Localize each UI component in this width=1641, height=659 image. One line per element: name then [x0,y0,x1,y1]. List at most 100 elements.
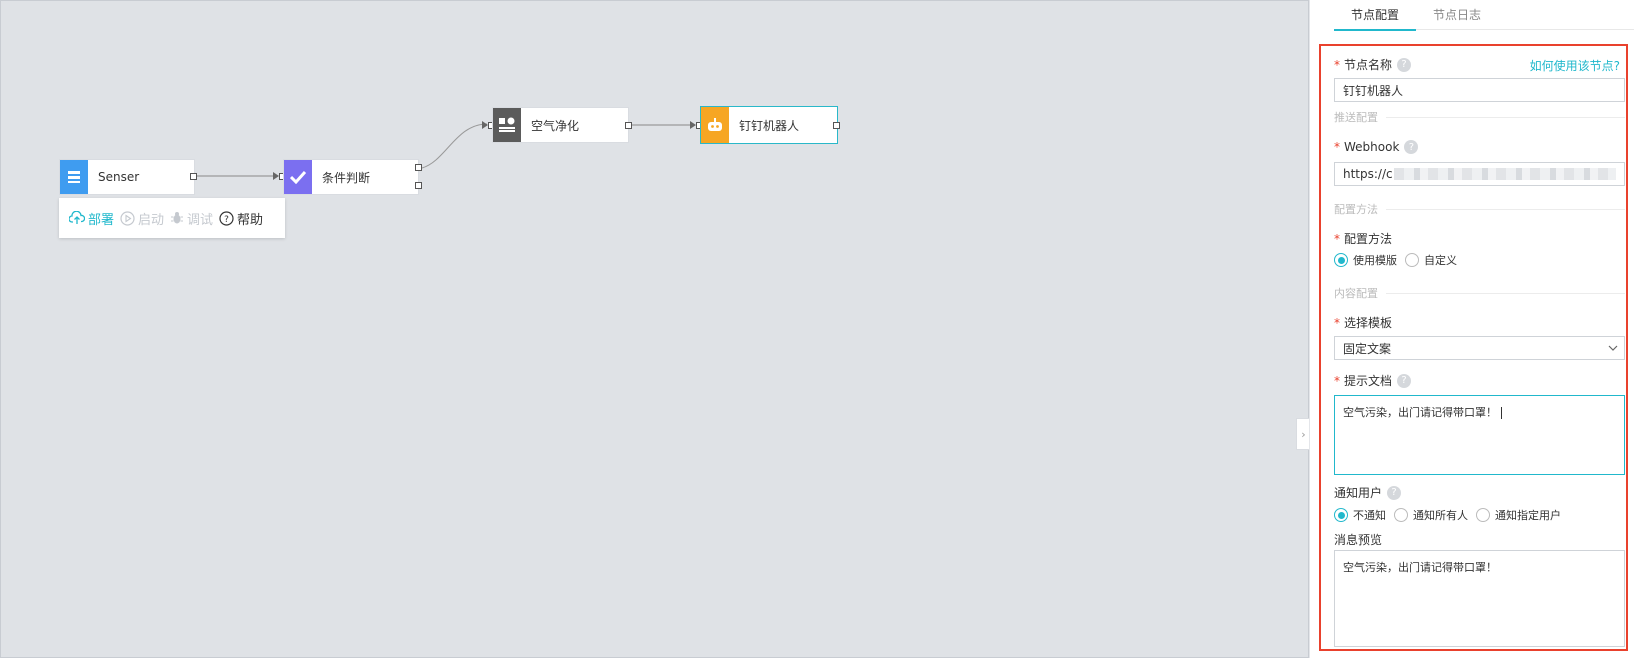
config-method-field-label: * 配置方法 [1334,230,1392,247]
help-tooltip-icon[interactable]: ? [1404,140,1419,154]
debug-button[interactable]: 调试 [170,209,213,228]
debug-label: 调试 [187,212,214,228]
deploy-label: 部署 [88,212,115,228]
robot-icon [701,107,729,143]
panel-tabs: 节点配置 节点日志 [1334,0,1634,31]
webhook-value: https://c [1343,167,1393,181]
section-push-config: 推送配置 [1334,110,1625,124]
notify-label: 通知用户 [1334,486,1383,500]
check-icon [284,160,312,194]
radio-indicator [1394,508,1408,522]
radio-use-template[interactable]: 使用模版 [1334,252,1397,268]
template-field-label: * 选择模板 [1334,314,1392,331]
node-toolbar: 部署 启动 调试 ? 帮助 [59,198,285,238]
input-arrow [482,121,488,129]
template-label: 选择模板 [1344,316,1393,330]
node-config-form: * 节点名称 ? 如何使用该节点? 钉钉机器人 推送配置 * Webhook ?… [1319,44,1628,651]
required-mark: * [1334,231,1340,246]
chevron-down-icon [1608,342,1618,356]
help-tooltip-icon[interactable]: ? [1397,373,1412,388]
section-content-config: 内容配置 [1334,286,1625,300]
radio-indicator [1405,253,1419,267]
required-mark: * [1334,57,1340,72]
doc-field-label: * 提示文档 ? [1334,372,1412,389]
node-senser[interactable]: Senser [59,159,195,195]
edge-condition-air [421,123,488,169]
preview-label: 消息预览 [1334,533,1383,547]
doc-value: 空气污染，出门请记得带口罩！ [1343,406,1497,419]
radio-label: 通知所有人 [1413,509,1468,522]
radio-label: 通知指定用户 [1495,509,1561,522]
chevron-right-icon: › [1301,427,1306,441]
required-mark: * [1334,140,1340,154]
radio-no-notify[interactable]: 不通知 [1334,507,1386,523]
edges-layer [197,123,693,177]
output-port[interactable] [625,122,632,129]
node-label: 条件判断 [322,170,371,185]
radio-label: 不通知 [1353,509,1386,522]
redacted-url [1393,168,1616,180]
tab-node-config[interactable]: 节点配置 [1334,0,1417,31]
output-port[interactable] [833,122,840,129]
start-button[interactable]: 启动 [120,209,164,228]
section-title: 配置方法 [1334,203,1378,216]
help-tooltip-icon[interactable]: ? [1387,485,1402,500]
start-label: 启动 [138,212,165,228]
config-method-label: 配置方法 [1344,232,1393,246]
input-arrow [273,172,279,180]
radio-indicator [1334,508,1348,522]
preview-value: 空气污染，出门请记得带口罩！ [1343,561,1497,574]
radio-notify-specific[interactable]: 通知指定用户 [1476,507,1561,523]
output-port[interactable] [190,173,197,180]
help-label: 帮助 [237,212,264,228]
radio-notify-all[interactable]: 通知所有人 [1394,507,1468,523]
tab-node-log[interactable]: 节点日志 [1433,8,1482,22]
node-label: 钉钉机器人 [739,118,800,133]
required-mark: * [1334,315,1340,330]
radio-label: 使用模版 [1353,254,1397,267]
node-name-input[interactable]: 钉钉机器人 [1334,78,1625,102]
svg-text:?: ? [224,215,229,225]
required-mark: * [1334,373,1340,388]
template-select[interactable]: 固定文案 [1334,336,1625,360]
section-title: 内容配置 [1334,287,1378,300]
help-button[interactable]: ? 帮助 [219,209,263,228]
radio-label: 自定义 [1424,254,1457,267]
radio-custom[interactable]: 自定义 [1405,252,1457,268]
template-value: 固定文案 [1343,341,1392,356]
output-port-false[interactable] [415,182,422,189]
radio-indicator [1476,508,1490,522]
node-label: Senser [98,170,140,184]
play-icon [120,210,135,226]
bug-icon [170,211,184,225]
doc-textarea[interactable]: 空气污染，出门请记得带口罩！ [1334,395,1625,475]
config-method-radio-group: 使用模版 自定义 [1334,252,1465,268]
webhook-field-label: * Webhook ? [1334,140,1419,154]
text-cursor [1501,407,1502,419]
input-arrow [690,121,696,129]
help-tooltip-icon[interactable]: ? [1397,57,1412,72]
flow-canvas[interactable]: Senser 条件判断 空气净化 [0,0,1309,658]
device-icon [493,108,521,142]
webhook-input[interactable]: https://c [1334,162,1625,186]
output-port-true[interactable] [415,164,422,171]
radio-indicator [1334,253,1348,267]
node-name-label: 节点名称 [1344,58,1393,72]
node-name-value: 钉钉机器人 [1343,83,1404,98]
node-label: 空气净化 [531,118,580,133]
node-air-purifier[interactable]: 空气净化 [492,107,629,143]
message-preview-box: 空气污染，出门请记得带口罩！ [1334,550,1625,647]
question-circle-icon: ? [219,210,234,226]
notify-radio-group: 不通知 通知所有人 通知指定用户 [1334,507,1569,523]
node-condition[interactable]: 条件判断 [283,159,419,195]
node-name-field-label: * 节点名称 ? [1334,56,1412,73]
deploy-button[interactable]: 部署 [69,209,114,228]
how-to-use-link[interactable]: 如何使用该节点? [1529,59,1620,73]
doc-label: 提示文档 [1344,374,1393,388]
collapse-panel-button[interactable]: › [1296,418,1310,450]
sensor-icon [60,160,88,194]
notify-field-label: 通知用户 ? [1334,484,1402,501]
section-title: 推送配置 [1334,111,1378,124]
node-dingtalk-robot[interactable]: 钉钉机器人 [700,106,838,144]
